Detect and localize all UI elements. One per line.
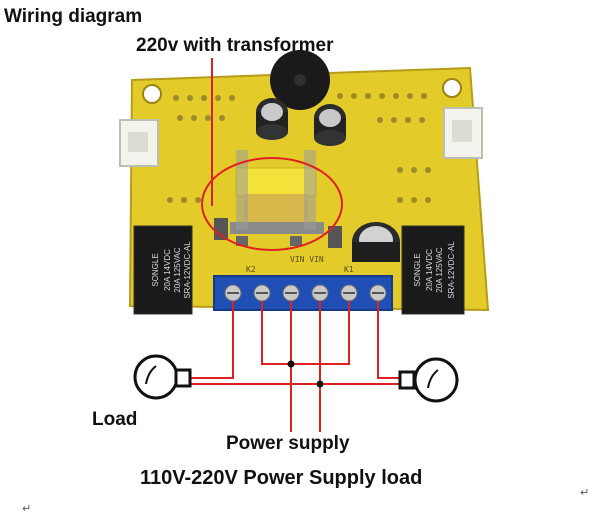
mounting-hole xyxy=(142,84,162,104)
silkscreen-vin: VIN VIN xyxy=(290,255,324,264)
transformer-label: 220v with transformer xyxy=(136,35,334,56)
transformer xyxy=(230,150,324,234)
paragraph-mark: ↵ xyxy=(580,486,590,499)
pcb-board: SONGLE 20A 14VDC 20A 125VAC SRA-12VDC-AL… xyxy=(119,50,490,315)
capacitor-large xyxy=(352,222,400,262)
relay-right-model: SRA-12VDC-AL xyxy=(447,241,456,299)
buzzer xyxy=(270,50,330,110)
connector-left xyxy=(119,119,159,167)
relay-right: SONGLE 20A 14VDC 20A 125VAC SRA-12VDC-AL xyxy=(401,225,465,315)
relay-left-model: SRA-12VDC-AL xyxy=(183,241,192,299)
solder-pads xyxy=(167,93,431,203)
power-supply-label: Power supply xyxy=(226,433,350,454)
bulb-right-icon xyxy=(398,357,459,403)
diagram-title: Wiring diagram xyxy=(4,6,143,27)
connector-right xyxy=(443,107,483,159)
bulb-left-icon xyxy=(133,354,192,400)
silkscreen-k1: K1 xyxy=(344,265,354,274)
relay-left: SONGLE 20A 14VDC 20A 125VAC SRA-12VDC-AL xyxy=(133,225,193,315)
load-label: Load xyxy=(92,409,138,430)
wiring-junctions xyxy=(287,360,324,388)
relay-left-brand: SONGLE xyxy=(151,253,160,286)
mounting-hole xyxy=(442,78,462,98)
terminal-block xyxy=(213,275,393,311)
relay-left-rating-2: 20A 125VAC xyxy=(173,247,182,292)
small-components xyxy=(214,218,342,248)
relay-right-rating-2: 20A 125VAC xyxy=(435,247,444,292)
caption: 110V-220V Power Supply load xyxy=(140,467,423,489)
relay-right-rating-1: 20A 14VDC xyxy=(425,249,434,291)
capacitor-right xyxy=(314,104,346,146)
relay-right-brand: SONGLE xyxy=(413,253,422,286)
paragraph-mark: ↵ xyxy=(22,502,32,515)
transformer-highlight xyxy=(201,58,343,251)
relay-left-rating-1: 20A 14VDC xyxy=(163,249,172,291)
silkscreen-k2: K2 xyxy=(246,265,256,274)
capacitor-left xyxy=(256,98,288,140)
wiring-lines xyxy=(190,301,406,432)
